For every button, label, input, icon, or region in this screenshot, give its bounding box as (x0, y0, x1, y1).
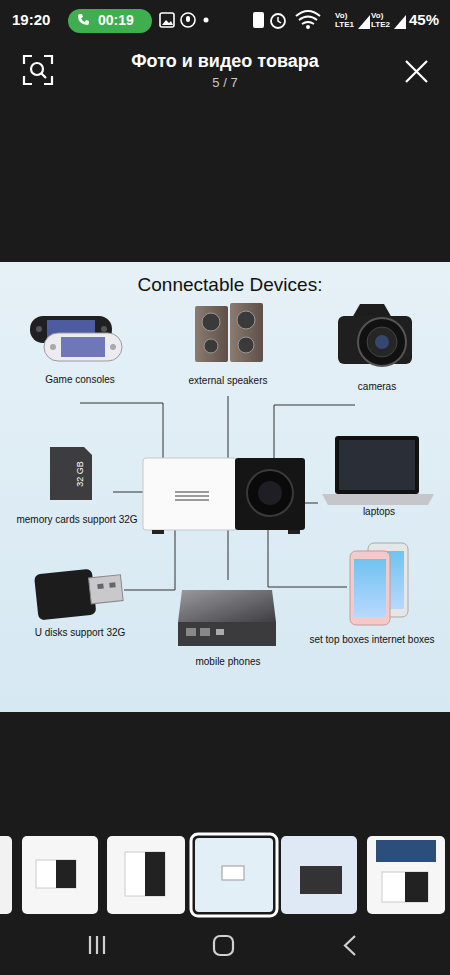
card-capacity: 32 GB (75, 461, 85, 487)
usb-disk-picture (34, 566, 124, 621)
image-panel (0, 262, 450, 712)
device-label: mobile phones (195, 656, 260, 668)
device-label: laptops (363, 506, 395, 518)
laptop-picture (322, 436, 434, 505)
device-label: memory cards support 32G (16, 514, 137, 526)
set-top-box-picture (178, 590, 276, 646)
thumbnail-strip (0, 834, 445, 916)
device-label: set top boxes internet boxes (309, 634, 434, 646)
call-timer: 00:19 (98, 12, 134, 28)
device-label: external speakers (189, 375, 268, 387)
game-console-picture (30, 316, 122, 361)
camera-picture (338, 304, 412, 366)
memory-card-picture (50, 447, 92, 500)
device-label: Game consoles (45, 374, 114, 386)
page-counter: 5 / 7 (212, 76, 237, 91)
device-label: cameras (358, 381, 396, 393)
connector-lines (80, 396, 355, 590)
signal-label: Vo) (371, 12, 383, 20)
clock: 19:20 (12, 11, 50, 28)
projector-picture (143, 458, 305, 534)
phone-picture (350, 543, 408, 625)
device-label: U disks support 32G (35, 627, 126, 639)
nav-bar (90, 936, 355, 955)
diagram-title: Connectable Devices: (138, 274, 323, 296)
page-title: Фото и видео товара (131, 51, 319, 72)
signal-label: LTE1 (335, 21, 354, 29)
signal-label: LTE2 (371, 21, 390, 29)
signal-label: Vo) (335, 12, 347, 20)
battery-level: 45% (409, 11, 439, 28)
status-icons (68, 9, 406, 33)
speaker-picture (195, 303, 263, 362)
